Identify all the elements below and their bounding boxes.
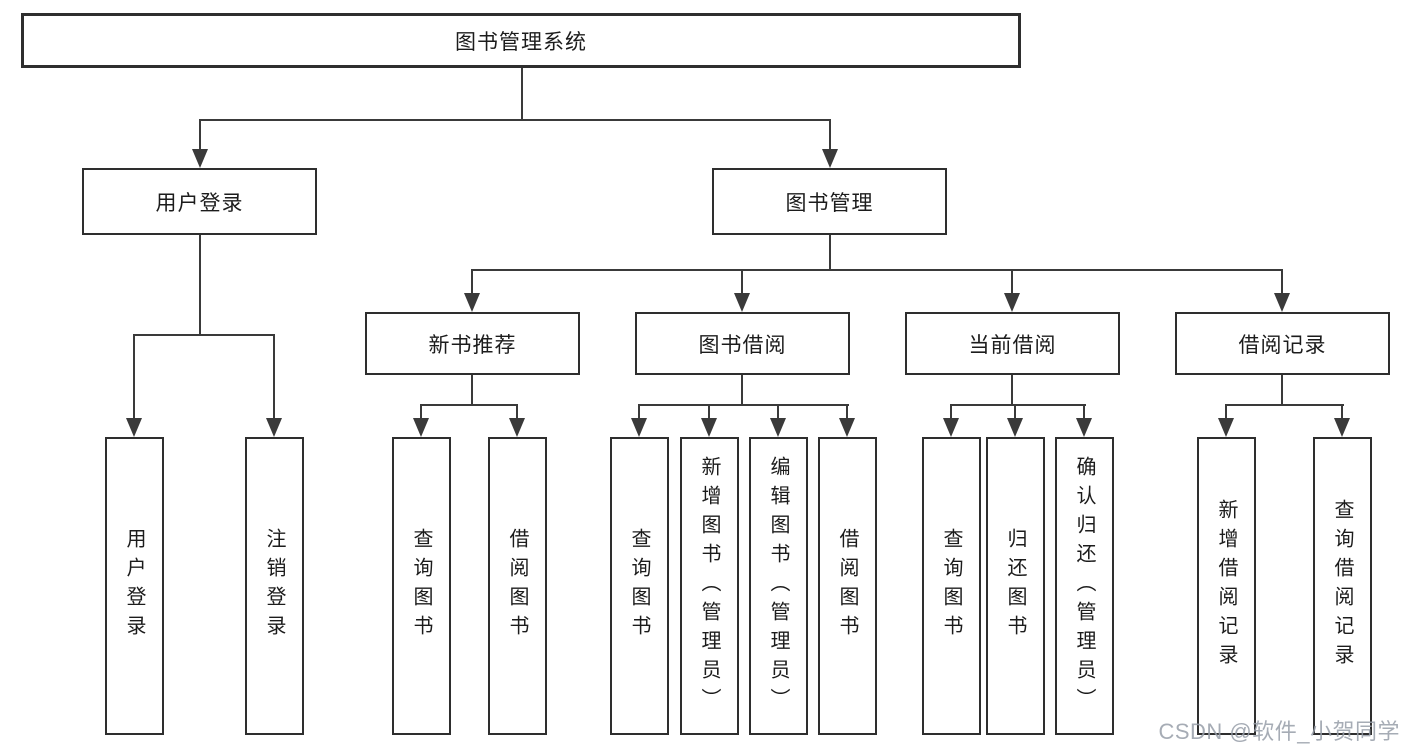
connector-line (133, 336, 135, 419)
connector-line (950, 404, 1086, 406)
arrowhead-down-icon (839, 418, 855, 437)
connector-line (777, 406, 779, 419)
node-label: 图书管理 (785, 191, 874, 215)
node-label: 查询图书 (940, 528, 962, 644)
node-leaf-cb-confirm-return-admin: 确认归还（管理员） (1055, 437, 1114, 735)
arrowhead-down-icon (509, 418, 525, 437)
connector-line (471, 375, 473, 405)
connector-line (1011, 271, 1013, 294)
node-label: 图书管理系统 (455, 30, 587, 54)
node-label: 查询图书 (628, 528, 650, 644)
connector-line (199, 235, 201, 335)
node-label: 用户登录 (155, 191, 244, 215)
node-label: 新书推荐 (428, 333, 517, 357)
node-leaf-nb-borrow-books: 借阅图书 (488, 437, 547, 735)
connector-line (471, 271, 473, 294)
node-root-library-system: 图书管理系统 (21, 13, 1021, 68)
arrowhead-down-icon (770, 418, 786, 437)
node-leaf-br-add-record: 新增借阅记录 (1197, 437, 1256, 735)
connector-line (638, 404, 849, 406)
node-borrowing-records: 借阅记录 (1175, 312, 1390, 375)
node-label: 当前借阅 (968, 333, 1057, 357)
connector-line (133, 334, 275, 336)
node-leaf-cb-return-books: 归还图书 (986, 437, 1045, 735)
arrowhead-down-icon (1274, 293, 1290, 312)
arrowhead-down-icon (943, 418, 959, 437)
connector-line (1341, 406, 1343, 419)
node-leaf-br-query-record: 查询借阅记录 (1313, 437, 1372, 735)
arrowhead-down-icon (1007, 418, 1023, 437)
node-label: 新增借阅记录 (1215, 499, 1237, 673)
node-leaf-bb-borrow-books: 借阅图书 (818, 437, 877, 735)
connector-line (521, 68, 523, 120)
arrowhead-down-icon (1004, 293, 1020, 312)
node-current-borrowing: 当前借阅 (905, 312, 1120, 375)
node-user-login: 用户登录 (82, 168, 317, 235)
connector-line (741, 271, 743, 294)
connector-line (829, 235, 831, 270)
connector-line (1014, 406, 1016, 419)
connector-line (1281, 271, 1283, 294)
node-leaf-user-login: 用户登录 (105, 437, 164, 735)
arrowhead-down-icon (1076, 418, 1092, 437)
node-new-book-recommend: 新书推荐 (365, 312, 580, 375)
node-book-borrowing: 图书借阅 (635, 312, 850, 375)
connector-line (199, 119, 831, 121)
node-label: 借阅图书 (506, 528, 528, 644)
connector-line (1083, 406, 1085, 419)
node-leaf-nb-query-books: 查询图书 (392, 437, 451, 735)
connector-line (829, 121, 831, 151)
node-label: 借阅图书 (836, 528, 858, 644)
arrowhead-down-icon (464, 293, 480, 312)
node-label: 查询借阅记录 (1331, 499, 1353, 673)
arrowhead-down-icon (631, 418, 647, 437)
connector-line (1011, 375, 1013, 405)
connector-line (516, 406, 518, 419)
connector-line (950, 406, 952, 419)
connector-line (846, 406, 848, 419)
arrowhead-down-icon (1334, 418, 1350, 437)
arrowhead-down-icon (126, 418, 142, 437)
arrowhead-down-icon (192, 149, 208, 168)
arrowhead-down-icon (266, 418, 282, 437)
node-label: 借阅记录 (1238, 333, 1327, 357)
node-label: 图书借阅 (698, 333, 787, 357)
arrowhead-down-icon (413, 418, 429, 437)
connector-line (471, 269, 1283, 271)
connector-line (420, 406, 422, 419)
node-label: 编辑图书（管理员） (767, 455, 789, 717)
connector-line (708, 406, 710, 419)
connector-line (638, 406, 640, 419)
node-leaf-logout: 注销登录 (245, 437, 304, 735)
arrowhead-down-icon (1218, 418, 1234, 437)
connector-line (1225, 404, 1344, 406)
connector-line (741, 375, 743, 405)
arrowhead-down-icon (701, 418, 717, 437)
connector-line (420, 404, 518, 406)
arrowhead-down-icon (734, 293, 750, 312)
node-label: 用户登录 (123, 528, 145, 644)
connector-line (199, 121, 201, 151)
node-label: 新增图书（管理员） (698, 455, 720, 717)
arrowhead-down-icon (822, 149, 838, 168)
connector-line (1281, 375, 1283, 405)
node-label: 确认归还（管理员） (1073, 455, 1095, 717)
node-leaf-bb-edit-books-admin: 编辑图书（管理员） (749, 437, 808, 735)
connector-line (1225, 406, 1227, 419)
node-leaf-bb-query-books: 查询图书 (610, 437, 669, 735)
node-leaf-cb-query-books: 查询图书 (922, 437, 981, 735)
connector-line (273, 336, 275, 419)
node-book-management: 图书管理 (712, 168, 947, 235)
node-label: 查询图书 (410, 528, 432, 644)
node-label: 注销登录 (263, 528, 285, 644)
node-leaf-bb-add-books-admin: 新增图书（管理员） (680, 437, 739, 735)
node-label: 归还图书 (1004, 528, 1026, 644)
